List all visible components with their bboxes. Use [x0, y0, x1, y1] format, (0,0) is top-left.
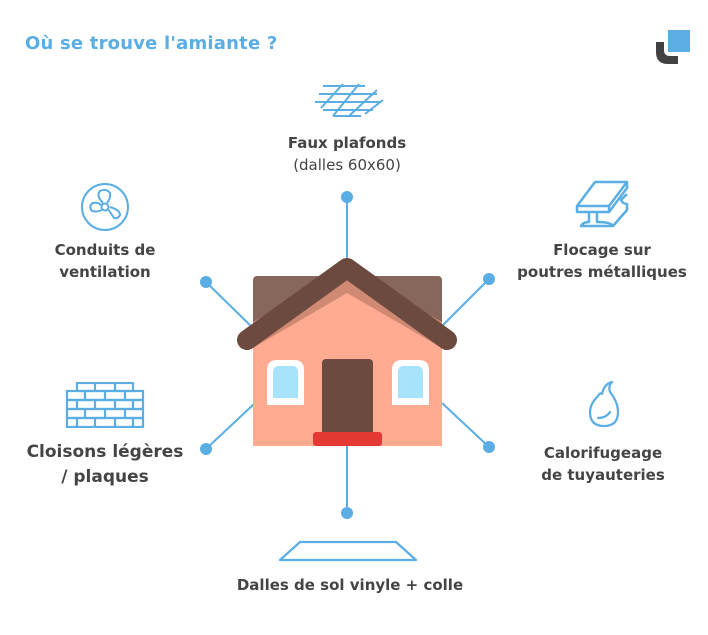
label-calorifugeage: Calorifugeage de tuyauteries [541, 444, 665, 484]
house-icon [237, 258, 457, 446]
label-ventilation: Conduits de ventilation [54, 241, 156, 281]
steel-beam-icon [575, 180, 629, 228]
connector-lines [205, 197, 490, 513]
label-cloisons: Cloisons légères / plaques [26, 442, 184, 487]
brand-logo-icon [656, 30, 690, 64]
page-title: Où se trouve l'amiante ? [25, 33, 278, 54]
brick-wall-icon [65, 382, 145, 428]
label-dalles-sol: Dalles de sol vinyle + colle [236, 576, 464, 594]
ceiling-grid-icon [315, 83, 384, 117]
flame-icon [588, 380, 620, 428]
label-flocage: Flocage sur poutres métalliques [517, 241, 687, 281]
label-faux-plafonds: Faux plafonds (dalles 60x60) [287, 134, 407, 174]
fan-icon [81, 183, 129, 231]
floor-tile-icon [278, 540, 418, 562]
connector-dots [200, 191, 495, 519]
